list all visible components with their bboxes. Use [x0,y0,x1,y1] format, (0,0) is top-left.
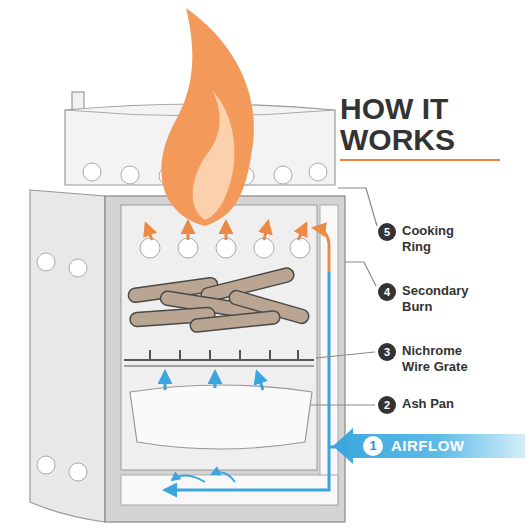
airflow-lines [165,272,345,490]
outer-wall-part [69,259,87,277]
secondary-holes-part [140,238,160,258]
nichrome-grate-part [179,350,181,360]
airflow-lines-part [214,372,217,388]
nichrome-grate-part [239,350,241,360]
secondary-burn-lines [146,222,329,272]
outer-wall [30,190,105,522]
airflow-lines-part [164,372,167,390]
nichrome-grate-part [269,350,271,360]
title: HOW IT WORKS [340,93,510,155]
cooking-ring-part [274,166,292,184]
leader-lines-part [338,188,377,226]
callout-number: 2 [378,396,396,414]
nichrome-grate-part [149,350,151,360]
callout: 3 Nichrome Wire Grate [378,343,478,377]
leader-lines-part [310,404,375,405]
airflow-lines-part [212,472,235,482]
flame-part [161,8,254,226]
callout-number: 4 [378,283,396,301]
nichrome-grate [124,350,314,366]
flame-part [193,90,235,220]
flame [161,8,254,226]
outer-wall-part [37,253,55,271]
cooking-ring-part [83,163,101,181]
secondary-holes-part [254,238,274,258]
airflow-lines-part [172,475,205,482]
nichrome-grate-part [209,350,211,360]
secondary-holes-part [178,238,198,258]
airflow-lines-part [257,372,263,390]
secondary-burn-lines-part [187,222,190,240]
leader-lines-part [316,352,375,358]
callout-number: 3 [378,343,396,361]
nichrome-grate-part [297,350,299,360]
callout-number: 1 [363,436,383,456]
title-underline [340,159,500,161]
secondary-holes [140,238,310,258]
cutaway-body-part [105,196,345,522]
secondary-burn-lines-part [298,224,306,240]
part-label: Nichrome Wire Grate [402,343,478,375]
leader-lines-part [345,262,376,286]
secondary-burn-lines-part [314,228,329,272]
secondary-holes-part [216,238,236,258]
secondary-burn-lines-part [225,222,228,240]
secondary-burn-lines-part [264,222,268,240]
cutaway-body-part [121,205,317,470]
callout: 5 Cooking Ring [378,223,478,257]
part-label: Ash Pan [402,396,478,412]
ash-pan [130,385,312,449]
nichrome-grate-part [124,365,314,366]
part-label: Cooking Ring [402,223,478,255]
airflow-lines-part [328,272,331,447]
callout: 2 Ash Pan [378,396,478,414]
arrow-body [333,428,525,464]
outer-wall-part [37,456,55,474]
airflow-label: AIRFLOW [391,437,464,455]
outer-wall-part [69,463,87,481]
callout-number: 5 [378,223,396,241]
callout: 4 Secondary Burn [378,283,478,317]
secondary-holes-part [290,238,310,258]
secondary-burn-lines-part [146,224,152,240]
wood-logs-part [190,310,281,332]
part-label: Secondary Burn [402,283,478,315]
leader-lines [310,188,377,405]
cooking-ring-part [309,163,327,181]
outer-wall-part [30,190,105,522]
wood-logs [127,267,310,333]
airflow-lines-part [165,447,345,490]
nichrome-grate-part [124,359,314,361]
cutaway-body [105,196,345,522]
airflow-arrow: 1 AIRFLOW [333,428,525,464]
cooking-ring-part [121,166,139,184]
